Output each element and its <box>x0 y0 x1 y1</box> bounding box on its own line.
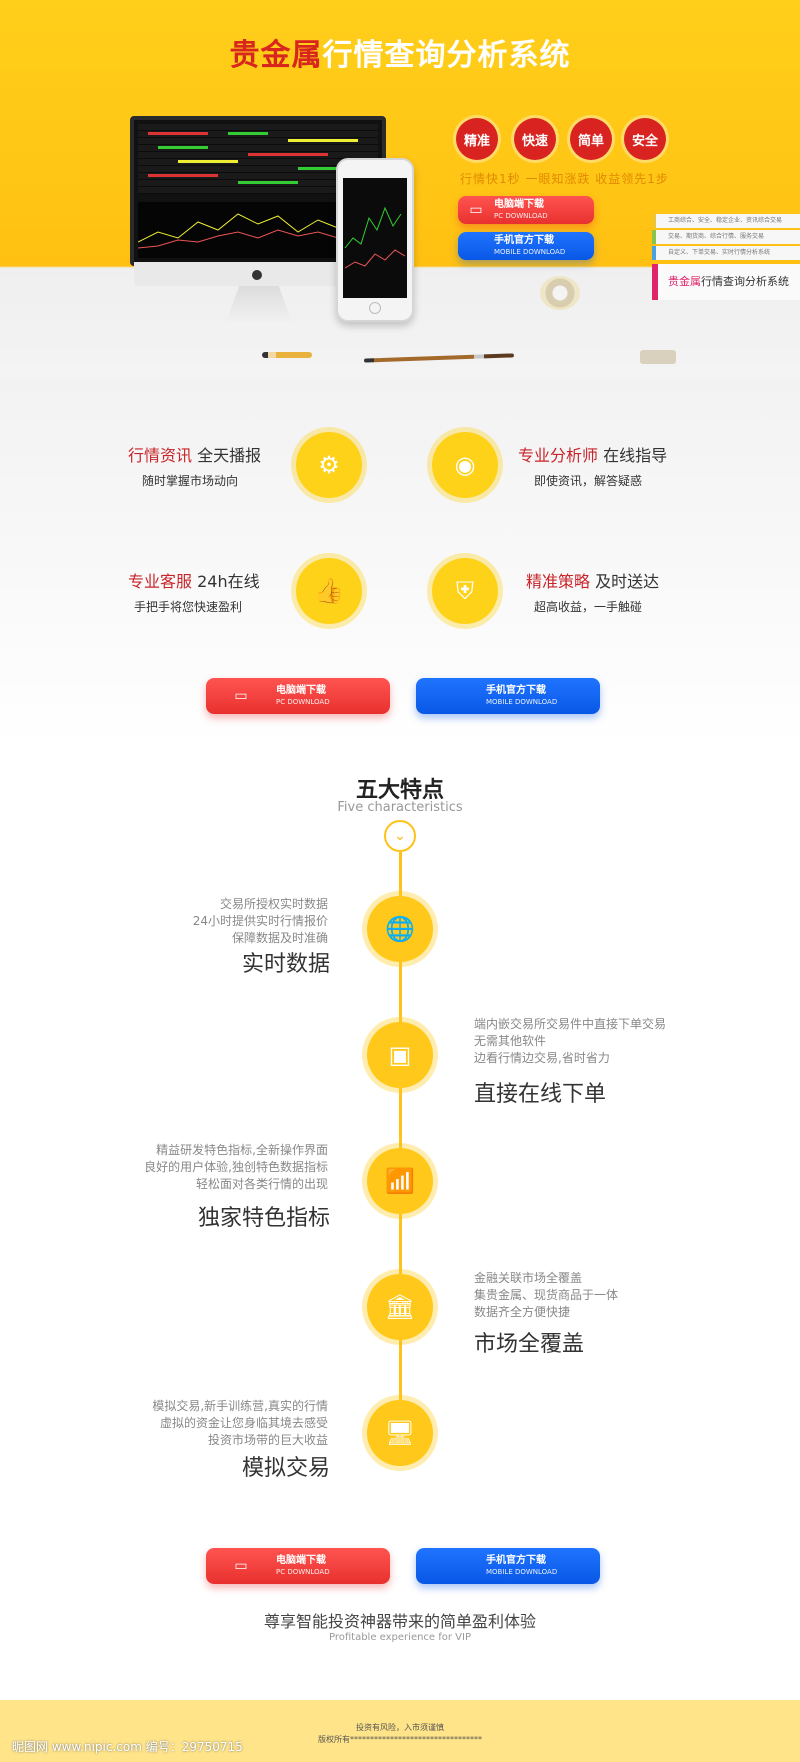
feature-desc-coverage: 金融关联市场全覆盖 集贵金属、现货商品于一体 数据齐全方便快捷 <box>474 1271 619 1319</box>
chart-icon: 📶 <box>367 1148 433 1214</box>
wallet-icon: ▣ <box>367 1022 433 1088</box>
feature-title-realtime: 实时数据 <box>241 952 330 977</box>
gear-icon: ⚙ <box>296 432 362 498</box>
feature-sub-support: 手把手将您快速盈利 <box>134 600 243 614</box>
bank-icon: 🏛 <box>367 1274 433 1340</box>
hero-slogan: 行情快1秒 一眼知涨跌 收益领先1步 <box>460 172 669 186</box>
quote-table-graphic <box>138 124 378 194</box>
badge-accurate: 精准 <box>456 118 498 160</box>
footer-copyright: 版权所有********************************* <box>318 1735 482 1744</box>
feature-title-coverage: 市场全覆盖 <box>474 1332 585 1357</box>
hero-title: 贵金属行情查询分析系统 <box>0 30 800 74</box>
feature-title-strategy: 精准策略 及时送达 <box>526 572 660 591</box>
book-cover-label: 贵金属行情查询分析系统 <box>652 264 800 300</box>
section-title: 五大特点 <box>355 778 444 803</box>
monitor-icon: 🖥 <box>367 1400 433 1466</box>
binder-clip-image <box>640 350 676 364</box>
feature-desc-indicators: 精益研发特色指标,全新操作界面 良好的用户体验,独创特色数据指标 轻松面对各类行… <box>144 1143 328 1191</box>
chevron-down-icon[interactable]: ⌄ <box>384 820 416 852</box>
bottom-slogan: 尊享智能投资神器带来的简单盈利体验 <box>263 1612 536 1631</box>
feature-desc-realtime: 交易所授权实时数据 24小时提供实时行情报价 保障数据及时准确 <box>192 897 328 945</box>
monitor-icon: ▭ <box>234 688 248 704</box>
globe-icon: 🌐 <box>367 896 433 962</box>
brush-image <box>363 353 515 363</box>
hero-banner: 贵金属行情查询分析系统 <box>0 0 800 380</box>
badge-fast: 快速 <box>514 118 556 160</box>
thumbs-up-icon: 👍 <box>296 558 362 624</box>
book-stack-image: 工商综合、安全、稳定企业、资讯综合交易 交易、期货商、综合行情、服务交易 自定义… <box>652 214 800 262</box>
shield-icon: ⛨ <box>432 558 498 624</box>
tape-roll-image <box>540 276 580 310</box>
feature-sub-analyst: 即使资讯，解答疑惑 <box>534 474 643 488</box>
hero-title-highlight: 贵金属 <box>229 38 323 73</box>
features-section: 行情资讯 全天播报 随时掌握市场动向 ⚙ ◉ 专业分析师 在线指导 即使资讯，解… <box>0 380 800 750</box>
feature-title-indicators: 独家特色指标 <box>197 1206 330 1231</box>
badge-simple: 简单 <box>570 118 612 160</box>
bottom-slogan-en: Profitable experience for VIP <box>328 1632 472 1643</box>
feature-desc-online-order: 端内嵌交易所交易件中直接下单交易 无需其他软件 边看行情边交易,省时省力 <box>474 1017 667 1065</box>
footer: 投资有风险，入市须谨慎 版权所有************************… <box>0 1700 800 1762</box>
mobile-phone-image <box>336 158 414 322</box>
feature-sub-market-news: 随时掌握市场动向 <box>142 474 239 488</box>
monitor-icon: ▭ <box>469 202 483 218</box>
feature-title-analyst: 专业分析师 在线指导 <box>518 446 668 465</box>
eye-icon: ◉ <box>432 432 498 498</box>
feature-sub-strategy: 超高收益，一手触碰 <box>534 600 643 614</box>
feature-title-support: 专业客服 24h在线 <box>128 572 260 591</box>
pencil-image <box>262 352 312 358</box>
feature-title-market-news: 行情资讯 全天播报 <box>128 446 262 465</box>
footer-risk-notice: 投资有风险，入市须谨慎 <box>356 1723 444 1732</box>
monitor-icon: ▭ <box>234 1558 248 1574</box>
section-subtitle: Five characteristics <box>337 800 463 815</box>
watermark-text: 昵图网 www.nipic.com 编号：29750715 <box>12 1740 243 1754</box>
feature-title-online-order: 直接在线下单 <box>474 1082 607 1107</box>
feature-desc-simulation: 模拟交易,新手训练营,真实的行情 虚拟的资金让您身临其境去感受 投资市场带的巨大… <box>152 1399 328 1447</box>
feature-title-simulation: 模拟交易 <box>241 1456 330 1481</box>
hero-title-rest: 行情查询分析系统 <box>322 38 571 73</box>
badge-safe: 安全 <box>624 118 666 160</box>
